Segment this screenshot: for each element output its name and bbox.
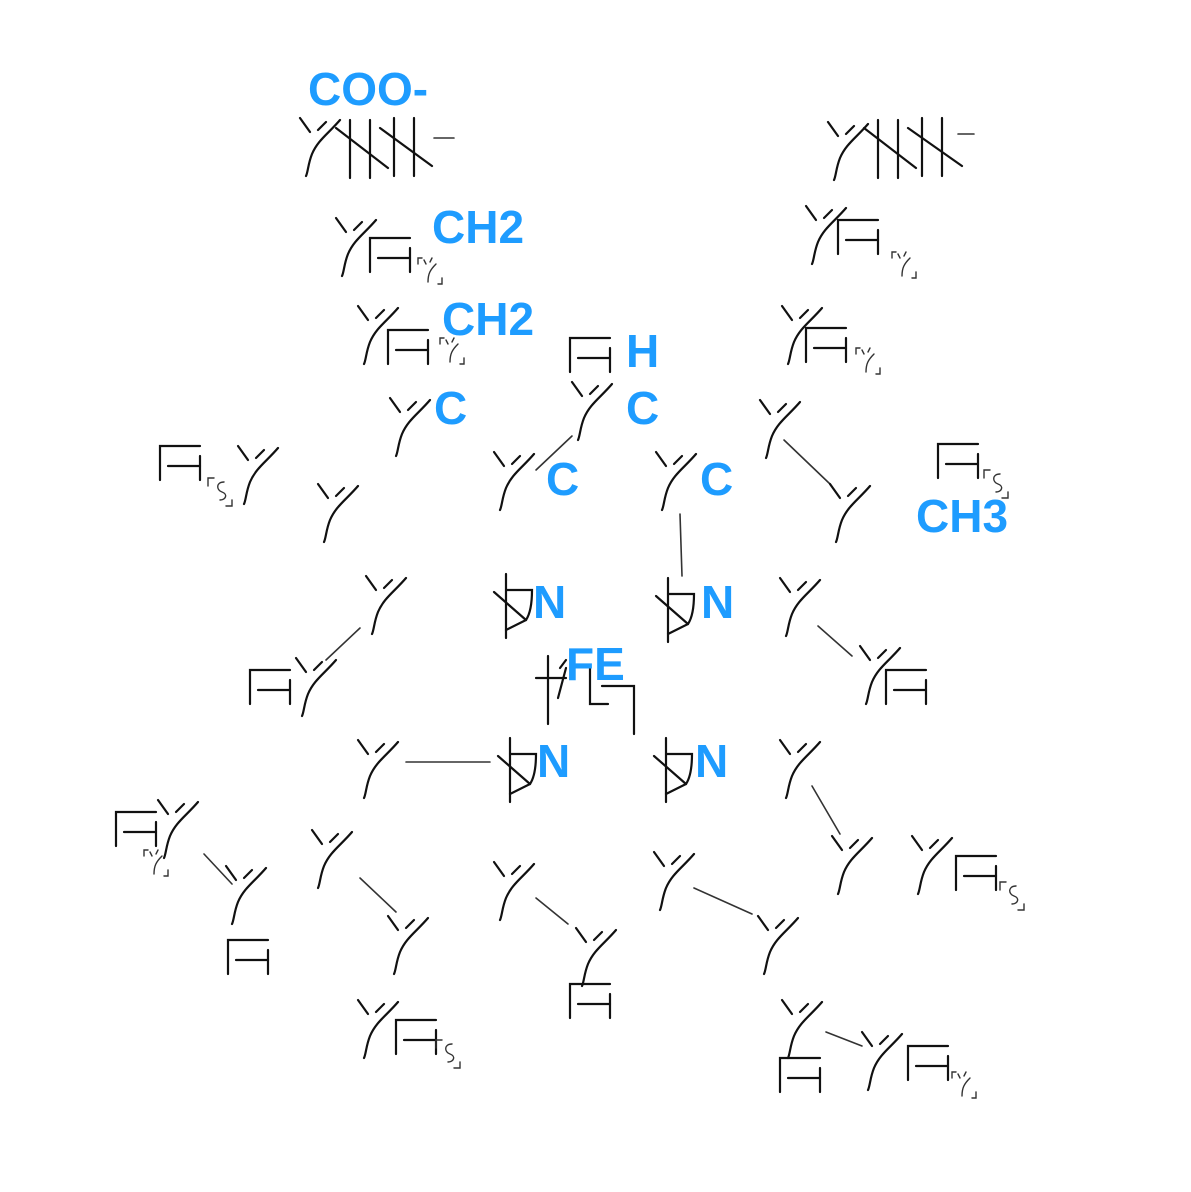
bond-line — [817, 625, 853, 657]
bond-line — [693, 887, 753, 915]
bracket-glyphs — [114, 218, 998, 1094]
nitrogen-ring-glyph — [496, 736, 538, 804]
superscript-glyph — [435, 1039, 461, 1069]
label-n-1: N — [533, 576, 567, 628]
superscript-glyph — [951, 1071, 977, 1099]
bracket-h-glyph — [568, 336, 612, 374]
bond-line — [783, 439, 831, 485]
carbon-fork-glyph — [356, 738, 400, 800]
bracket-h-glyph — [836, 218, 880, 256]
carbon-fork-glyph — [356, 304, 400, 366]
carbon-fork-glyph — [492, 450, 536, 512]
bracket-h-glyph — [368, 236, 412, 274]
bracket-h-glyph — [386, 328, 430, 366]
carbon-fork-glyph — [910, 834, 954, 896]
iron-center-glyph — [534, 654, 636, 736]
label-ch2-a: CH2 — [432, 201, 525, 253]
bond-line — [535, 435, 573, 471]
carbon-fork-glyph — [310, 828, 354, 890]
carbon-fork-glyph — [294, 656, 338, 718]
carbon-fork-glyph — [316, 482, 360, 544]
carbon-fork-glyph — [830, 834, 874, 896]
superscript-glyph — [417, 257, 443, 285]
label-c-2: C — [626, 382, 660, 434]
label-n-2: N — [701, 576, 735, 628]
carbon-fork-glyph — [858, 644, 902, 706]
label-n-3: N — [537, 735, 571, 787]
bond-line — [825, 1031, 863, 1047]
carbon-fork-glyph — [804, 204, 848, 266]
bond-line — [811, 785, 841, 835]
bracket-h-glyph — [804, 326, 848, 364]
carbon-fork-glyph — [388, 396, 432, 458]
bracket-h-glyph — [954, 854, 998, 892]
label-n-4: N — [695, 735, 729, 787]
bond-line — [203, 853, 233, 885]
carbon-fork-glyph — [574, 926, 618, 988]
label-c-4: C — [700, 453, 734, 505]
carbon-fork-glyph — [386, 914, 430, 976]
carbon-fork-glyph — [828, 482, 872, 544]
carbon-fork-glyph — [364, 574, 408, 636]
bond-line — [679, 513, 683, 577]
bracket-h-glyph — [778, 1056, 822, 1094]
nitrogen-ring-glyph — [492, 572, 534, 640]
label-h: H — [626, 325, 660, 377]
carbon-fork-glyph — [236, 444, 280, 506]
carbon-fork-glyph — [780, 998, 824, 1060]
carbon-fork-glyph — [778, 576, 822, 638]
label-ch3: CH3 — [916, 490, 1009, 542]
carbon-fork-glyph — [652, 850, 696, 912]
label-coo: COO- — [308, 63, 429, 115]
carbon-fork-glyph — [570, 380, 614, 442]
bracket-h-glyph — [568, 982, 612, 1020]
label-c-3: C — [546, 453, 580, 505]
carbon-fork-glyph — [826, 120, 870, 182]
superscript-glyph — [891, 251, 917, 279]
bracket-h-glyph — [936, 442, 980, 480]
bracket-h-glyph — [226, 938, 270, 976]
carbon-fork-glyph — [298, 116, 342, 178]
bracket-h-glyph — [394, 1018, 438, 1056]
carbon-fork-glyph — [492, 860, 536, 922]
bracket-h-glyph — [158, 444, 202, 482]
bond-line — [325, 627, 361, 661]
superscript-glyph — [999, 881, 1025, 911]
bond-line — [359, 877, 397, 913]
carbon-fork-glyph — [860, 1030, 904, 1092]
bond-lines — [203, 133, 975, 1047]
nitrogen-ring-glyph — [654, 576, 696, 644]
carbon-fork-glyph — [654, 450, 698, 512]
carbon-fork-glyph — [780, 304, 824, 366]
bracket-h-glyph — [884, 668, 928, 706]
superscript-glyph — [207, 477, 233, 507]
label-fe: FE — [566, 638, 625, 690]
label-ch2-b: CH2 — [442, 293, 535, 345]
bracket-h-glyph — [114, 810, 158, 848]
carboxylate-hatch-glyph — [334, 116, 964, 180]
bracket-h-glyph — [906, 1044, 950, 1082]
carbon-fork-glyph — [756, 914, 800, 976]
carbon-fork-glyph — [156, 798, 200, 860]
superscript-glyph — [855, 347, 881, 375]
label-c-1: C — [434, 382, 468, 434]
carbon-fork-glyph — [224, 864, 268, 926]
bracket-h-glyph — [248, 668, 292, 706]
bond-line — [535, 897, 569, 925]
carbon-fork-glyph — [356, 998, 400, 1060]
nitrogen-ring-glyph — [652, 736, 694, 804]
